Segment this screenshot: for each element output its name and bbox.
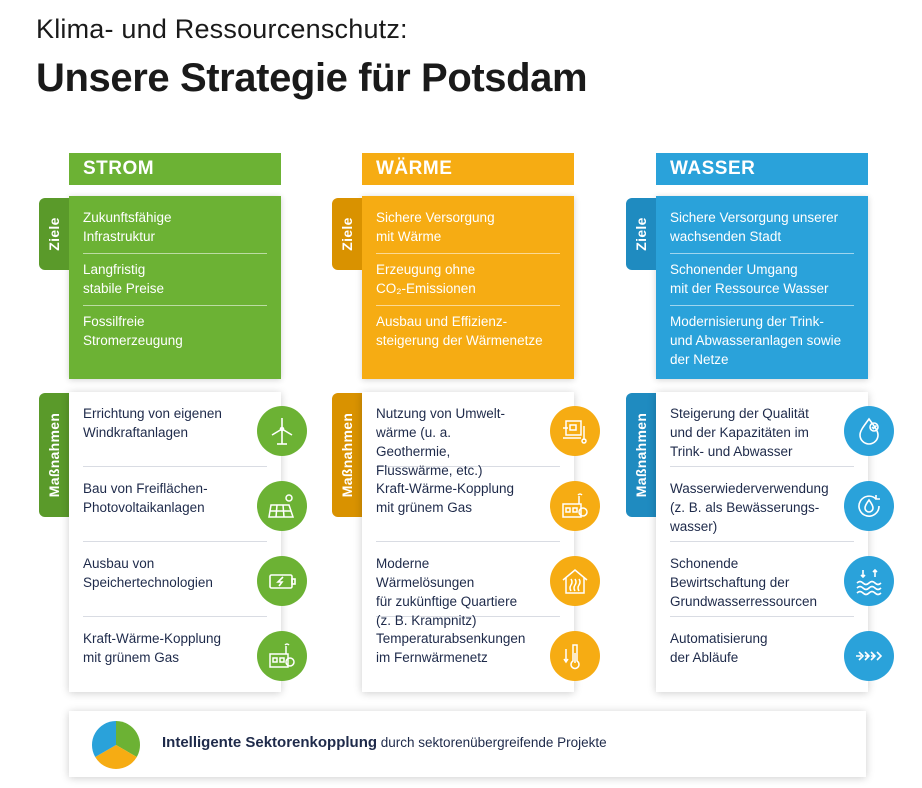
column-strom: STROM Zukunftsfähige Infrastruktur Langf… [39,153,307,692]
wind-turbine-icon [257,406,307,456]
goals-tag: Ziele [332,198,362,270]
water-drop-check-icon [844,406,894,456]
power-plant-icon [257,631,307,681]
measure-text: Steigerung der Qualität und der Kapazitä… [670,406,809,459]
measure-item: Kraft-Wärme-Kopplung mit grünem Gas [83,617,307,691]
banner-text: Intelligente Sektorenkopplung durch sekt… [162,734,607,751]
goal-item: Sichere Versorgung unserer wachsenden St… [670,202,854,254]
measure-text: Wasserwiederverwendung (z. B. als Bewäss… [670,481,829,534]
goals-panel-strom: Zukunftsfähige Infrastruktur Langfristig… [69,196,281,379]
column-waerme: WÄRME Sichere Versorgung mit Wärme Erzeu… [332,153,600,692]
goals-tag-label: Ziele [339,217,355,251]
measure-item: Schonende Bewirtschaftung der Grundwasse… [670,542,894,617]
goal-item: Zukunftsfähige Infrastruktur [83,202,267,254]
goal-item: Fossilfreie Stromerzeugung [83,314,183,348]
measure-item: Kraft-Wärme-Kopplung mit grünem Gas [376,467,600,542]
measures-tag: Maßnahmen [39,393,69,517]
measures-panel-waerme: Nutzung von Umwelt- wärme (u. a. Geother… [362,392,600,692]
measure-item: Moderne Wärmelösungen für zukünftige Qua… [376,542,600,628]
sector-pie-icon [91,721,141,770]
power-plant-icon [550,481,600,531]
measure-item: Steigerung der Qualität und der Kapazitä… [670,392,894,467]
solar-panel-icon [257,481,307,531]
measure-text: Moderne Wärmelösungen für zukünftige Qua… [376,556,518,628]
column-header-waerme: WÄRME [362,153,574,185]
pie-segment-orange [95,745,137,770]
page-subtitle: Klima- und Ressourcenschutz: [36,14,408,44]
measure-item: Bau von Freiflächen- Photovoltaikanlagen [83,467,307,542]
measure-text: Temperaturabsenkungen im Fernwärmenetz [376,631,526,665]
measure-item: Temperaturabsenkungen im Fernwärmenetz [376,617,600,691]
measure-text: Bau von Freiflächen- Photovoltaikanlagen [83,481,208,515]
house-heat-icon [550,556,600,606]
measures-tag: Maßnahmen [626,393,656,517]
measure-text: Nutzung von Umwelt- wärme (u. a. Geother… [376,406,506,478]
column-header-wasser: WASSER [656,153,868,185]
banner-bold-text: Intelligente Sektorenkopplung [162,734,378,751]
goal-item: Sichere Versorgung mit Wärme [376,202,560,254]
goal-item: Erzeugung ohne CO₂-Emissionen [376,254,560,306]
measure-text: Kraft-Wärme-Kopplung mit grünem Gas [376,481,515,515]
thermometer-icon [550,631,600,681]
groundwater-icon [844,556,894,606]
sector-coupling-banner: Intelligente Sektorenkopplung durch sekt… [69,711,866,777]
measures-tag-label: Maßnahmen [46,412,62,498]
pie-segment-green [116,721,141,757]
battery-icon [257,556,307,606]
automation-arrows-icon [844,631,894,681]
measure-text: Errichtung von eigenen Windkraftanlagen [83,406,222,440]
measures-tag-label: Maßnahmen [633,412,649,498]
goals-panel-waerme: Sichere Versorgung mit Wärme Erzeugung o… [362,196,574,379]
measure-item: Errichtung von eigenen Windkraftanlagen [83,392,307,467]
measure-item: Automatisierung der Abläufe [670,617,894,691]
goals-panel-wasser: Sichere Versorgung unserer wachsenden St… [656,196,868,379]
measures-panel-wasser: Steigerung der Qualität und der Kapazitä… [656,392,894,692]
measures-panel-strom: Errichtung von eigenen Windkraftanlagen … [69,392,307,692]
measure-text: Automatisierung der Abläufe [670,631,768,665]
column-wasser: WASSER Sichere Versorgung unserer wachse… [626,153,894,692]
measure-text: Kraft-Wärme-Kopplung mit grünem Gas [83,631,222,665]
goals-tag-label: Ziele [46,217,62,251]
goals-tag-label: Ziele [633,217,649,251]
goal-item: Ausbau und Effizienz- steigerung der Wär… [376,314,543,348]
page-title: Unsere Strategie für Potsdam [36,56,588,100]
measures-tag-label: Maßnahmen [339,412,355,498]
measure-text: Ausbau von Speichertechnologien [83,556,213,590]
pie-segment-blue [91,721,116,757]
measure-item: Nutzung von Umwelt- wärme (u. a. Geother… [376,392,600,478]
goal-item: Schonender Umgang mit der Ressource Wass… [670,254,854,306]
measures-tag: Maßnahmen [332,393,362,517]
measure-item: Wasserwiederverwendung (z. B. als Bewäss… [670,467,894,542]
goals-tag: Ziele [626,198,656,270]
water-cycle-icon [844,481,894,531]
measure-text: Schonende Bewirtschaftung der Grundwasse… [670,556,818,609]
column-header-strom: STROM [69,153,281,185]
goals-tag: Ziele [39,198,69,270]
banner-rest-text: durch sektorenübergreifende Projekte [377,735,607,750]
goal-item: Modernisierung der Trink- und Abwasseran… [670,314,842,367]
measure-item: Ausbau von Speichertechnologien [83,542,307,617]
heat-pump-icon [550,406,600,456]
goal-item: Langfristig stabile Preise [83,254,267,306]
